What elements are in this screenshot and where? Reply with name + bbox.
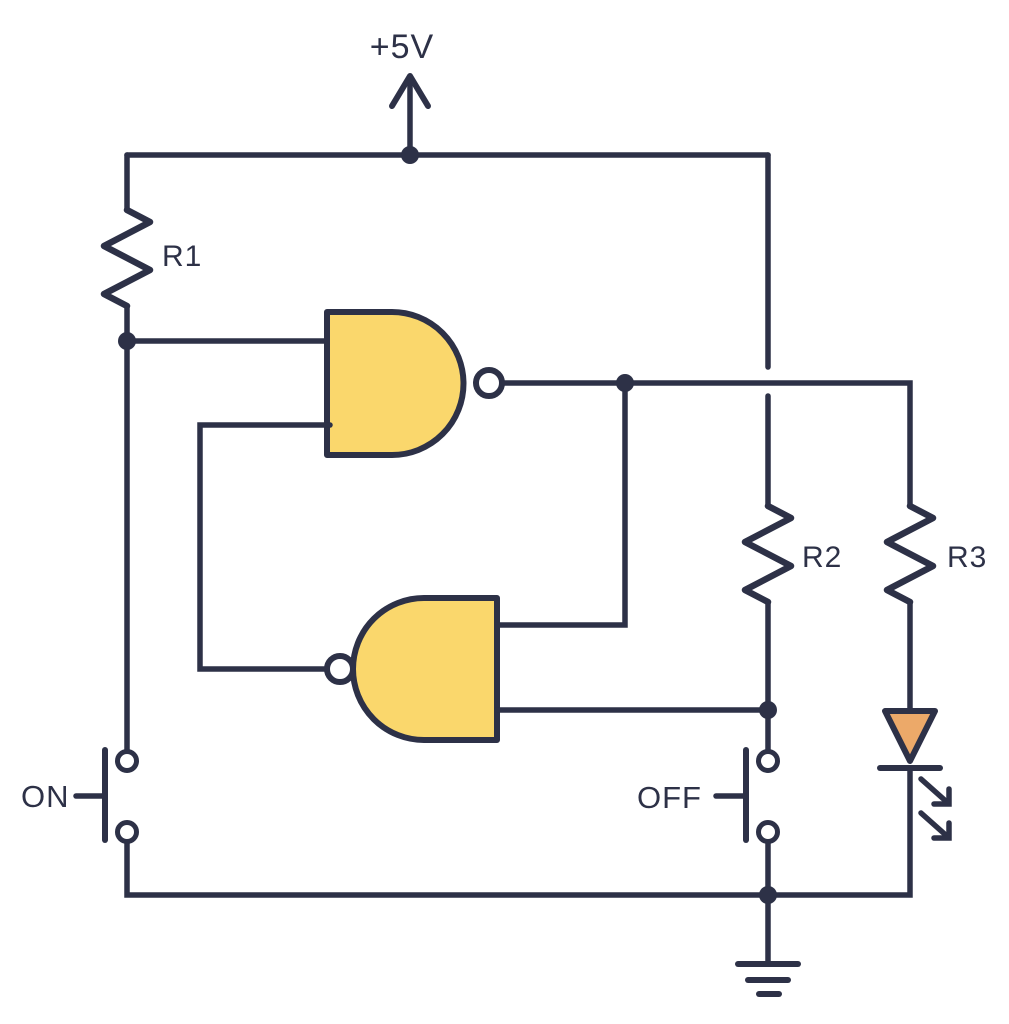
resistor-r3: R3: [883, 502, 987, 711]
nand-gate-1: [124, 309, 505, 458]
on-contact-bottom-icon: [115, 820, 139, 844]
nand-gate-1-body-icon: [324, 309, 467, 458]
led: [877, 708, 952, 841]
led-arrow2-shaft: [918, 810, 951, 840]
off-contact-top-icon: [756, 749, 780, 773]
junction-dot-r2: [759, 701, 777, 719]
r2-label: R2: [802, 541, 842, 574]
led-arrow1-shaft: [918, 776, 951, 806]
feedback-loop-wire: [197, 422, 333, 672]
pushbutton-on: ON: [21, 338, 139, 844]
resistor-r1-icon: [100, 206, 154, 310]
led-triangle-icon: [882, 708, 938, 764]
resistor-r3-icon: [883, 502, 937, 606]
off-label: OFF: [637, 780, 702, 815]
on-label: ON: [21, 779, 70, 814]
resistor-r2: R2: [741, 152, 842, 713]
resistor-r1: R1: [100, 152, 202, 344]
bottom-rail-wire: [124, 768, 913, 898]
cross-coupling-wire: [491, 385, 628, 628]
ground-symbol: [735, 892, 801, 997]
power-supply: +5V: [370, 28, 434, 155]
nand-gate-2: [197, 422, 771, 743]
off-contact-bottom-icon: [756, 820, 780, 844]
junction-dot-ground: [759, 886, 777, 904]
led-arrow2-head: [931, 820, 952, 841]
vcc-label: +5V: [370, 28, 434, 66]
led-arrow1-head: [931, 786, 952, 807]
earth-ground-icon: [735, 961, 801, 997]
pushbutton-off: OFF: [637, 707, 780, 898]
nand-gate-1-bubble-icon: [473, 367, 505, 399]
junction-dot-vcc: [401, 146, 419, 164]
r1-label: R1: [162, 240, 202, 273]
junction-dot-r1: [118, 332, 136, 350]
nand-gate-2-body-icon: [350, 595, 500, 743]
vcc-arrow-icon: [389, 73, 431, 109]
nand-gate-2-bubble-icon: [324, 653, 356, 685]
junction-dot-output: [616, 374, 634, 392]
resistor-r2-icon: [741, 502, 795, 606]
gate1-output-wire: [499, 380, 913, 509]
r3-label: R3: [947, 541, 987, 574]
led-light-arrows-icon: [918, 776, 952, 841]
on-contact-top-icon: [115, 749, 139, 773]
